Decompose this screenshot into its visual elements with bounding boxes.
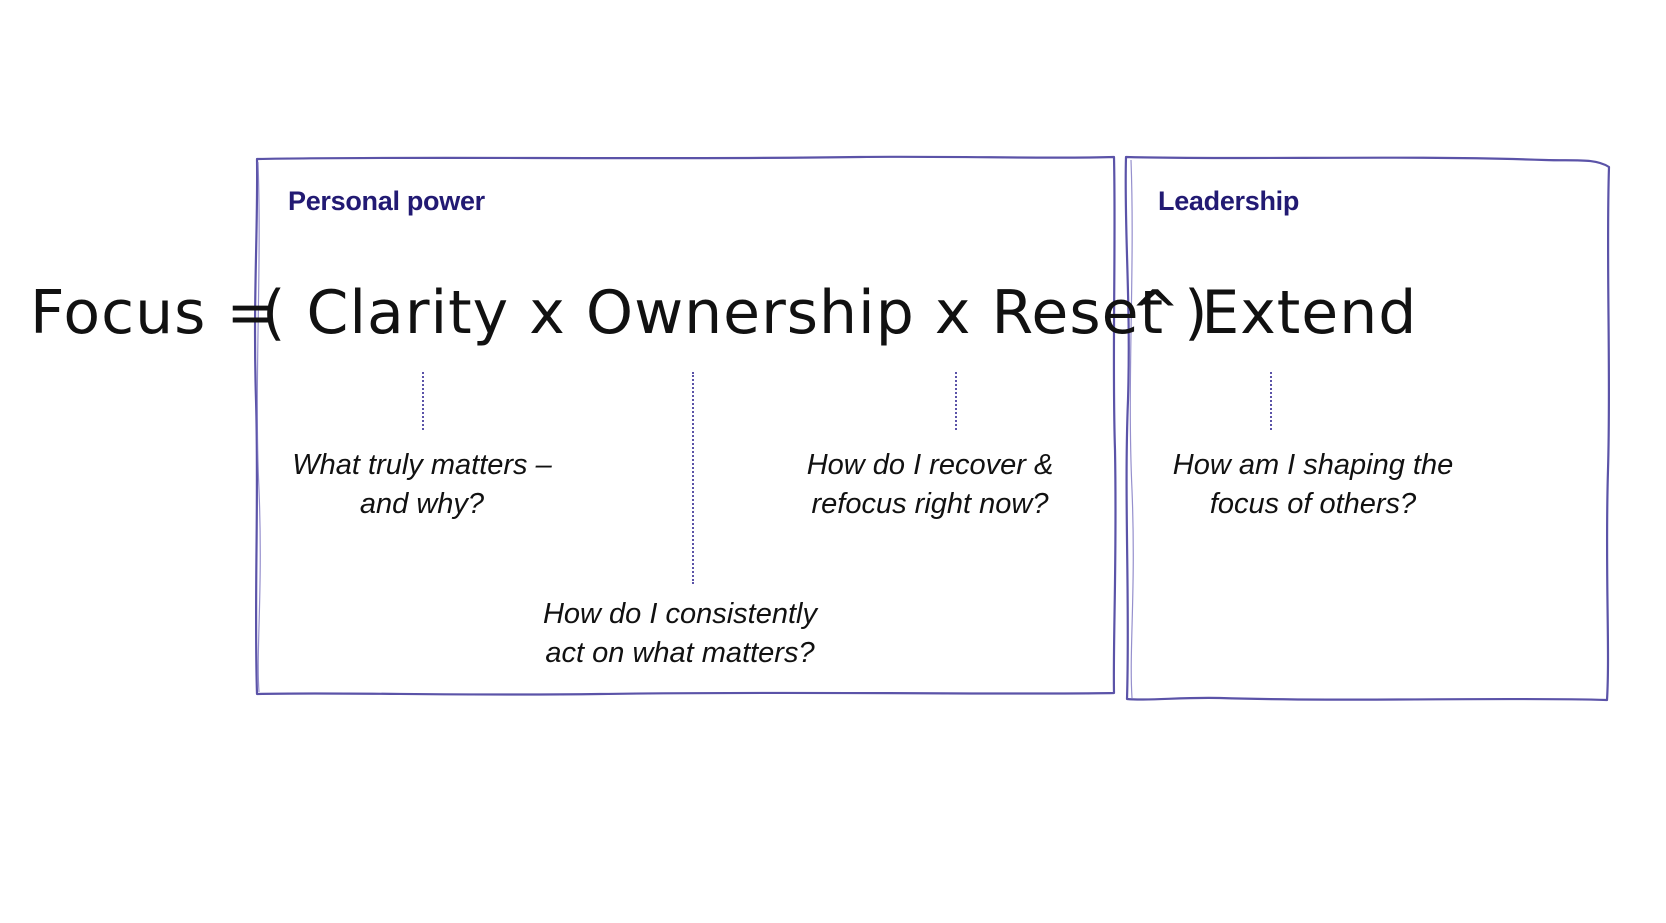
- personal-power-box-wobble: [256, 161, 261, 693]
- section-header-personal-power: Personal power: [288, 186, 485, 216]
- caption-reset: How do I recover & refocus right now?: [806, 449, 1054, 520]
- caption-extend: How am I shaping the focus of others?: [1172, 449, 1454, 520]
- connector-line-ownership: [692, 372, 694, 584]
- leadership-box-outline: [1124, 155, 1611, 702]
- formula-core-expression: ( Clarity x Ownership x Reset ): [262, 278, 1209, 348]
- caption-ownership: How do I consistently act on what matter…: [542, 598, 817, 669]
- formula-left-hand-side: Focus =: [30, 278, 278, 348]
- connector-line-extend: [1270, 372, 1272, 430]
- connector-line-reset: [955, 372, 957, 430]
- caption-clarity: What truly matters – and why?: [292, 449, 552, 520]
- formula-exponent-expression: ^ Extend: [1130, 278, 1418, 348]
- leadership-box-wobble: [1129, 159, 1134, 699]
- section-header-leadership: Leadership: [1158, 186, 1300, 216]
- connector-line-clarity: [422, 372, 424, 430]
